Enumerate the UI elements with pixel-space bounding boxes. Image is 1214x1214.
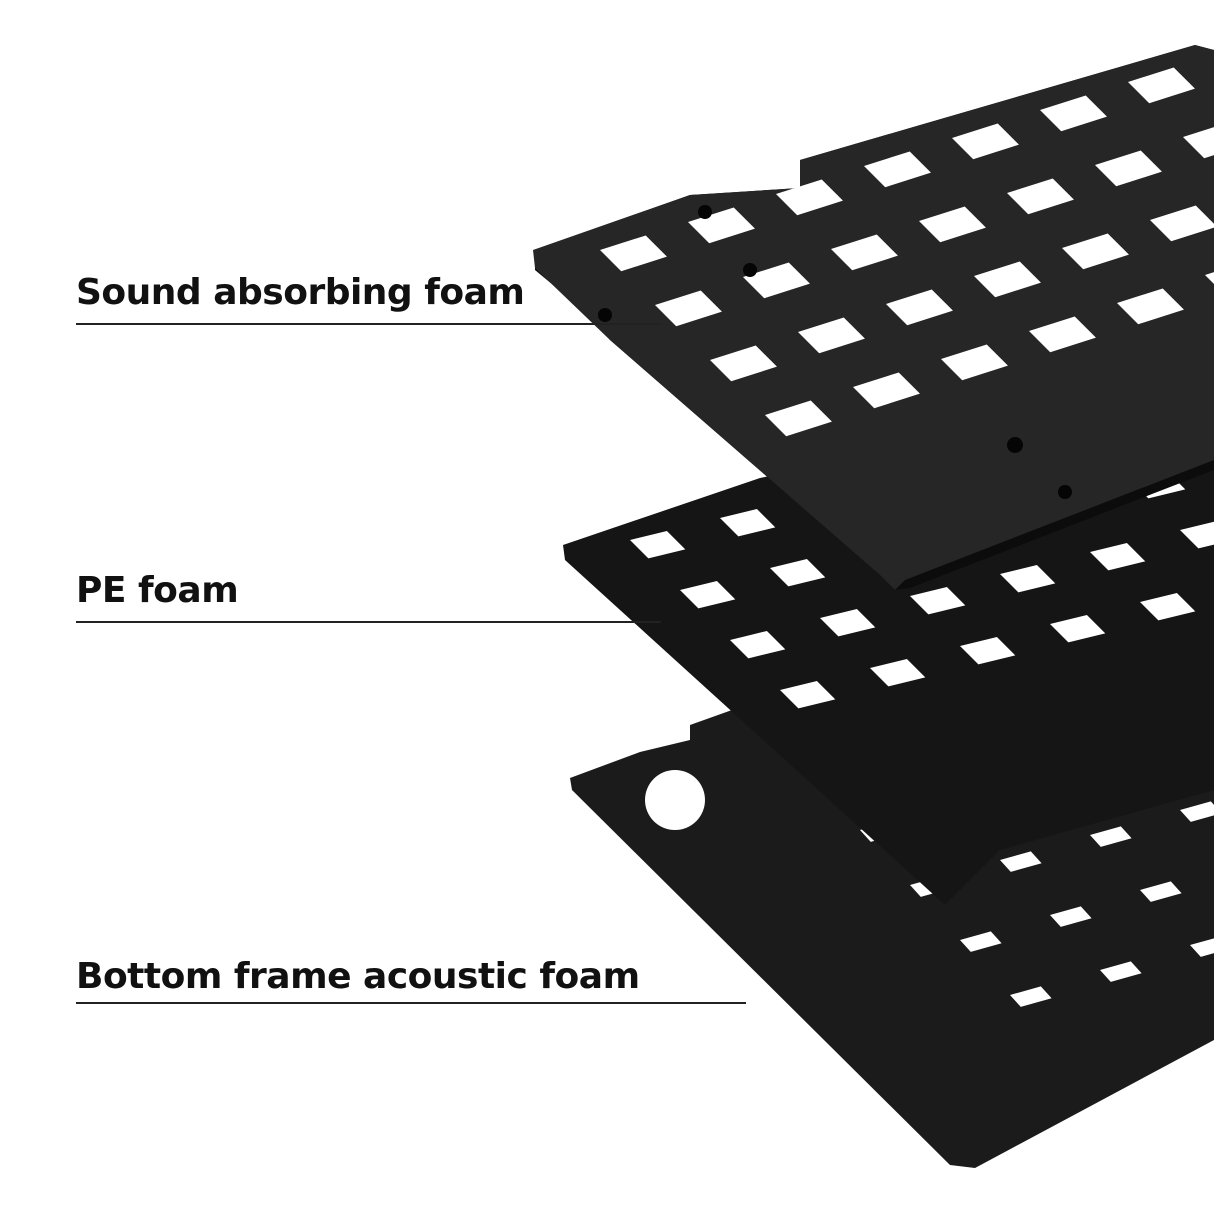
key-cutout xyxy=(960,636,1016,665)
key-cutout xyxy=(680,580,736,609)
key-cutout xyxy=(798,317,865,354)
key-cutout xyxy=(688,207,755,244)
key-cutout xyxy=(730,630,786,659)
key-cutout xyxy=(952,123,1019,160)
key-cutout xyxy=(1090,826,1132,847)
key-cutout xyxy=(1150,205,1214,242)
leader-line-bottom-frame-acoustic-foam xyxy=(76,1002,746,1004)
key-cutout xyxy=(1128,67,1195,104)
key-cutout xyxy=(919,206,986,243)
key-cutout xyxy=(870,658,926,687)
key-cutout xyxy=(831,234,898,271)
key-cutout xyxy=(776,179,843,216)
key-cutout xyxy=(720,508,776,537)
key-cutout xyxy=(1190,938,1214,957)
label-sound-absorbing-foam: Sound absorbing foam xyxy=(76,272,525,313)
key-cutout xyxy=(1007,178,1074,215)
key-cutout xyxy=(1140,592,1196,621)
key-cutout xyxy=(1090,542,1146,571)
key-cutout xyxy=(770,558,826,587)
key-cutout xyxy=(941,344,1008,381)
leader-line-pe-foam xyxy=(76,621,661,623)
key-cutout xyxy=(960,931,1002,952)
key-cutout xyxy=(1062,233,1129,270)
label-bottom-frame-acoustic-foam: Bottom frame acoustic foam xyxy=(76,956,640,997)
key-cutout xyxy=(1000,851,1042,872)
key-cutout xyxy=(820,608,876,637)
key-cutout xyxy=(864,151,931,188)
key-cutout xyxy=(655,290,722,327)
key-cutout xyxy=(1183,127,1214,159)
hole xyxy=(645,770,705,830)
key-cutout xyxy=(1180,801,1214,822)
key-cutout xyxy=(1000,564,1056,593)
key-cutout xyxy=(1140,881,1182,902)
key-cutout xyxy=(1010,986,1052,1007)
key-cutout xyxy=(853,372,920,409)
key-cutout xyxy=(1117,288,1184,325)
key-cutout xyxy=(1029,316,1096,353)
leader-line-sound-absorbing-foam xyxy=(76,323,661,325)
key-cutout xyxy=(1050,906,1092,927)
sound-absorbing-foam-layer xyxy=(533,45,1214,590)
key-cutout xyxy=(710,345,777,382)
key-cutout xyxy=(1040,95,1107,132)
key-cutout xyxy=(1050,614,1106,643)
key-cutout xyxy=(1095,150,1162,187)
key-cutout xyxy=(1100,961,1142,982)
key-cutout xyxy=(886,289,953,326)
key-cutout xyxy=(974,261,1041,298)
key-cutout xyxy=(600,235,667,272)
key-cutout xyxy=(630,530,686,559)
key-cutout xyxy=(743,262,810,299)
key-cutout xyxy=(1205,272,1214,284)
label-pe-foam: PE foam xyxy=(76,570,239,611)
key-cutout xyxy=(910,586,966,615)
key-cutout xyxy=(1180,521,1214,549)
key-cutout xyxy=(765,400,832,437)
key-cutout xyxy=(780,680,836,709)
